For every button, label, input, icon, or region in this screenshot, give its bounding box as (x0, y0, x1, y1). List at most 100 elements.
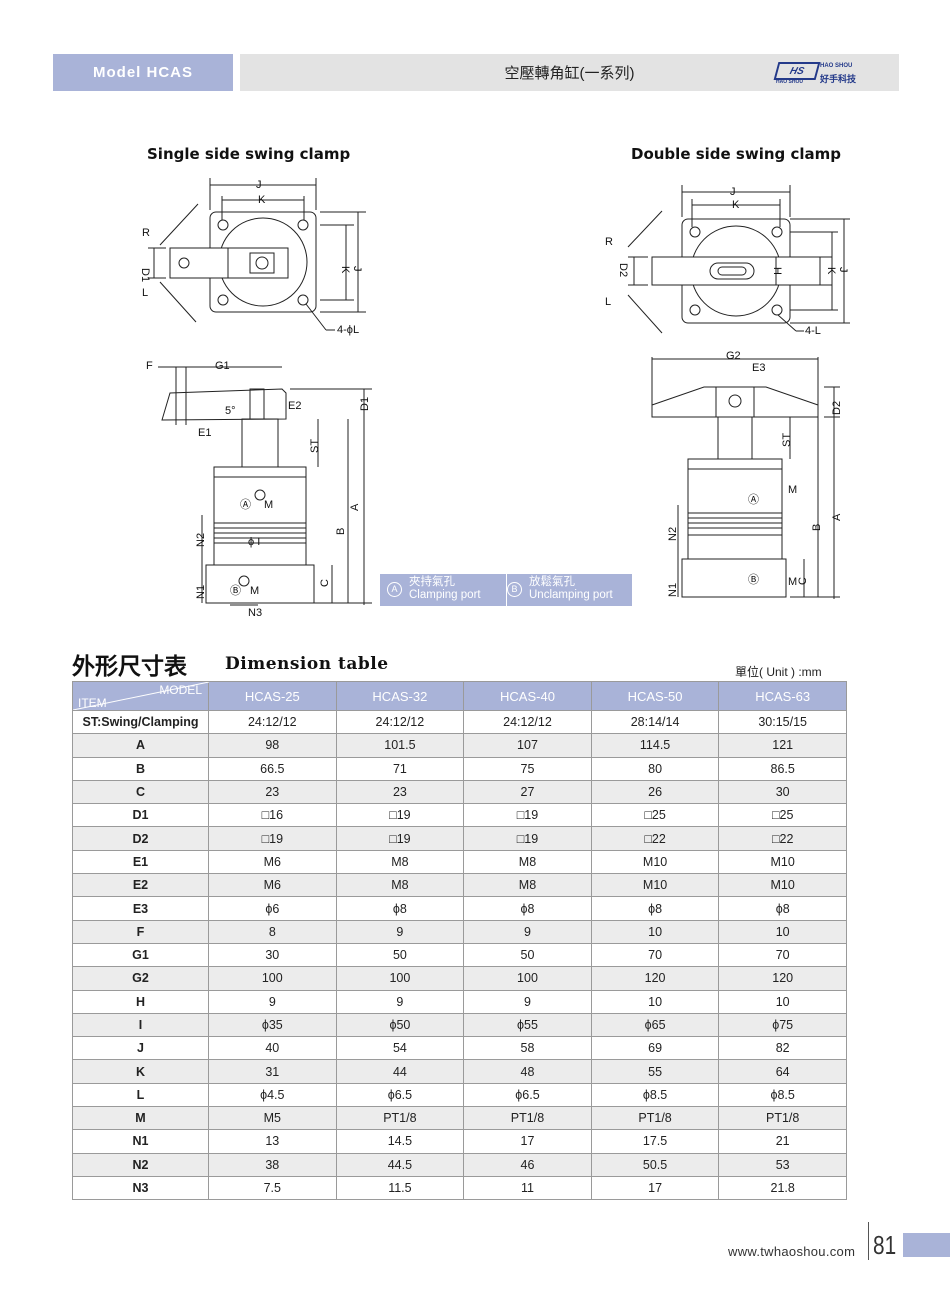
table-header-row: MODEL ITEM HCAS-25 HCAS-32 HCAS-40 HCAS-… (72, 681, 847, 711)
table-cell: M10 (590, 873, 720, 898)
model-header: HCAS-25 (208, 681, 337, 711)
single-top-view-drawing: J K K J D1 R L 4-ϕL (139, 178, 366, 336)
row-item-label: N1 (72, 1129, 209, 1154)
svg-text:M: M (788, 576, 797, 588)
table-cell: 69 (590, 1036, 720, 1061)
model-header: HCAS-32 (335, 681, 465, 711)
svg-text:4-L: 4-L (805, 325, 821, 337)
table-cell: 48 (463, 1059, 592, 1084)
table-cell: 21.8 (718, 1175, 847, 1201)
svg-text:L: L (605, 296, 611, 308)
table-cell: 9 (335, 989, 465, 1014)
logo-english: HAO SHOU (820, 63, 853, 69)
table-cell: 23 (335, 779, 465, 805)
table-cell: 17.5 (590, 1129, 720, 1154)
svg-text:E3: E3 (752, 362, 765, 374)
port-legend: A 夾持氣孔 Clamping port B 放鬆氣孔 Unclamping p… (380, 574, 632, 606)
row-item-label: H (72, 989, 209, 1014)
table-cell: 86.5 (718, 756, 847, 781)
table-cell: M8 (463, 873, 592, 898)
table-cell: ϕ35 (208, 1012, 337, 1038)
row-item-label: L (72, 1082, 209, 1108)
legend-divider (506, 574, 507, 606)
table-cell: ϕ8.5 (718, 1082, 847, 1108)
page-title: 空壓轉角缸(一系列) (240, 54, 899, 91)
table-cell: 53 (718, 1152, 847, 1177)
double-side-view-drawing: G2 E3 D2 ST A B C N2 N1 Ⓐ M Ⓑ M (651, 350, 843, 599)
table-cell: 11 (463, 1175, 592, 1201)
svg-text:C: C (319, 579, 331, 587)
row-item-label: E2 (72, 873, 209, 898)
logo-chinese: 好手科技 (820, 74, 857, 84)
table-cell: ϕ8 (590, 896, 720, 921)
row-item-label: M (72, 1106, 209, 1131)
svg-text:B: B (335, 528, 347, 535)
logo-mark: HS (773, 62, 821, 80)
table-cell: 121 (718, 733, 847, 758)
table-cell: 66.5 (208, 756, 337, 781)
table-cell: 46 (463, 1152, 592, 1177)
row-item-label: J (72, 1036, 209, 1061)
table-cell: 9 (208, 989, 337, 1014)
table-cell: 30 (208, 942, 337, 968)
table-cell: 30:15/15 (718, 709, 847, 735)
table-cell: 28:14/14 (590, 709, 720, 735)
table-cell: 50 (463, 942, 592, 968)
table-cell: 8 (208, 919, 337, 944)
row-item-label: D2 (72, 826, 209, 851)
table-cell: 31 (208, 1059, 337, 1084)
table-cell: ϕ65 (590, 1012, 720, 1038)
table-cell: 71 (335, 756, 465, 781)
footer-accent-bar (903, 1233, 950, 1257)
table-cell: □19 (463, 826, 592, 851)
table-cell: 101.5 (335, 733, 465, 758)
table-cell: 54 (335, 1036, 465, 1061)
table-cell: □25 (590, 803, 720, 828)
unclamping-port-en: Unclamping port (529, 589, 613, 601)
table-cell: 26 (590, 779, 720, 805)
svg-text:M: M (264, 499, 273, 511)
row-item-label: I (72, 1012, 209, 1038)
svg-text:N2: N2 (195, 533, 207, 547)
table-cell: □22 (590, 826, 720, 851)
table-cell: ϕ8.5 (590, 1082, 720, 1108)
double-top-view-drawing: J K H K J D2 R L 4-L (605, 185, 850, 337)
svg-text:R: R (605, 236, 613, 248)
table-cell: ϕ55 (463, 1012, 592, 1038)
row-item-label: ST:Swing/Clamping (72, 709, 209, 735)
svg-text:H: H (771, 267, 783, 275)
clamping-port-cn: 夾持氣孔 (409, 576, 455, 588)
svg-text:E2: E2 (288, 400, 301, 412)
page-number: 81 (873, 1230, 897, 1260)
table-cell: 9 (335, 919, 465, 944)
table-cell: 9 (463, 919, 592, 944)
table-cell: M8 (335, 849, 465, 875)
table-cell: 11.5 (335, 1175, 465, 1201)
table-cell: PT1/8 (718, 1106, 847, 1131)
row-item-label: G1 (72, 942, 209, 968)
svg-text:Ⓐ: Ⓐ (748, 493, 759, 506)
table-cell: M10 (590, 849, 720, 875)
table-cell: 80 (590, 756, 720, 781)
row-item-label: E1 (72, 849, 209, 875)
svg-text:G1: G1 (215, 360, 230, 372)
table-cell: 10 (718, 919, 847, 944)
table-cell: 98 (208, 733, 337, 758)
svg-text:K: K (339, 266, 351, 274)
table-cell: ϕ50 (335, 1012, 465, 1038)
svg-text:N1: N1 (667, 583, 679, 597)
table-cell: 107 (463, 733, 592, 758)
